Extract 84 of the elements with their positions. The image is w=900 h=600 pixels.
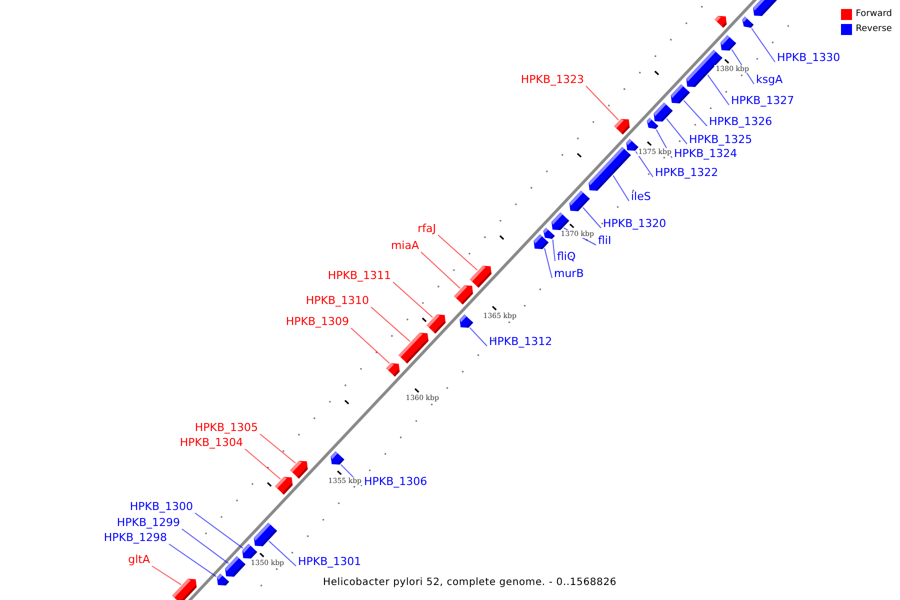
- leader-line: [350, 328, 390, 364]
- leader-line: [182, 528, 230, 564]
- gene-segment: [216, 574, 230, 586]
- leader-line: [707, 74, 730, 106]
- gene-label: HPKB_1304: [180, 436, 243, 450]
- gene-label: HPKB_1327: [731, 94, 794, 108]
- gene-segment: [460, 314, 474, 328]
- gene-segment: [534, 234, 549, 250]
- gene-segment: [670, 84, 690, 104]
- gene-segment: [386, 363, 400, 377]
- gene-label: ileS: [631, 190, 651, 204]
- leader-line: [656, 129, 672, 158]
- gene-label: HPKB_1326: [709, 115, 772, 129]
- gene-label: fliQ: [557, 250, 576, 264]
- gene-label: HPKB_1300: [130, 500, 193, 514]
- gene-segment: [720, 35, 736, 51]
- leader-line: [168, 544, 217, 578]
- gene-label: murB: [554, 267, 584, 281]
- leader-line: [152, 566, 182, 586]
- gene-label: miaA: [390, 239, 419, 253]
- gene-segment: [172, 578, 197, 600]
- leader-line: [731, 48, 754, 84]
- leader-line: [612, 174, 630, 202]
- gene-segment: [569, 190, 590, 212]
- gene-label: ksgA: [756, 73, 783, 87]
- gene-label: HPKB_1325: [689, 133, 752, 147]
- gene-segment: [225, 556, 246, 577]
- caption: Helicobacter pylori 52, complete genome. - 0..1568826: [323, 577, 617, 589]
- gene-segment: [254, 522, 278, 546]
- gene-segment: [290, 460, 308, 479]
- gene-segment: [552, 212, 570, 230]
- gene-segment: [398, 332, 428, 364]
- gene-label: HPKB_1306: [364, 475, 428, 489]
- leader-line: [635, 150, 654, 178]
- leader-line: [340, 464, 362, 486]
- gene-label: HPKB_1301: [298, 555, 362, 569]
- leader-line: [244, 448, 281, 480]
- leader-line: [392, 282, 434, 318]
- legend-label: Reverse: [856, 24, 892, 35]
- leader-line: [469, 327, 488, 346]
- gene-label: HPKB_1324: [674, 147, 738, 161]
- gene-segment: [753, 0, 779, 16]
- gene-label: HPKB_1305: [194, 421, 258, 435]
- gene-label: gltA: [128, 553, 150, 567]
- leader-line: [370, 306, 411, 342]
- leader-line: [420, 252, 461, 289]
- leader-line: [194, 512, 244, 549]
- gene-label: HPKB_1330: [777, 51, 840, 65]
- leader-line: [683, 100, 708, 126]
- gene-label: HPKB_1299: [116, 516, 180, 530]
- gene-label: HPKB_1320: [603, 217, 666, 231]
- leader-line: [666, 118, 688, 144]
- gene-segment: [714, 16, 727, 28]
- gene-segment: [626, 138, 638, 151]
- gene-label: HPKB_1323: [520, 73, 584, 87]
- gene-segment: [588, 146, 631, 191]
- gene-label: HPKB_1309: [286, 315, 349, 329]
- gene-segment: [242, 544, 258, 558]
- leader-line: [268, 540, 296, 566]
- gene-segment: [654, 102, 673, 122]
- legend-label: Forward: [856, 9, 892, 20]
- gene-label: HPKB_1312: [489, 335, 552, 349]
- gene-segment: [275, 476, 293, 495]
- gene-label: HPKB_1298: [104, 531, 167, 545]
- gene-label: HPKB_1311: [328, 269, 391, 283]
- gene-segment: [646, 118, 658, 129]
- gene-segment: [742, 16, 754, 28]
- leader-line: [586, 86, 620, 121]
- leader-line: [552, 239, 556, 262]
- gene-segment: [454, 285, 473, 304]
- leader-line: [438, 234, 478, 271]
- leader-line: [260, 434, 296, 464]
- gene-segment: [330, 451, 344, 465]
- gene-label: rfaJ: [418, 222, 436, 236]
- leader-line: [544, 248, 552, 278]
- gene-label: fliI: [598, 234, 612, 248]
- leader-line: [751, 28, 776, 62]
- gene-label: HPKB_1310: [306, 294, 369, 308]
- gene-segment: [470, 266, 492, 288]
- gene-label: HPKB_1322: [655, 166, 718, 180]
- gene-segment: [426, 314, 446, 334]
- leader-line: [582, 207, 602, 228]
- gene-segment: [614, 119, 630, 134]
- gene-segment: [543, 228, 555, 239]
